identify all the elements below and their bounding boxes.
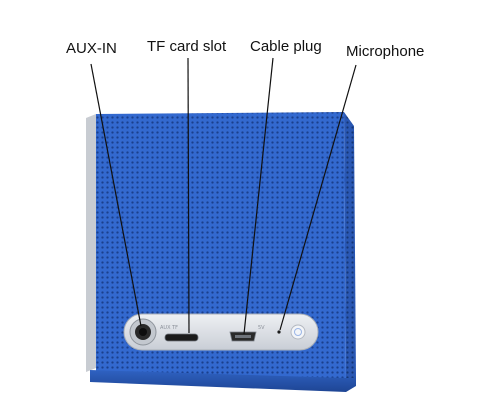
leader-line-tf bbox=[187, 57, 190, 334]
label-aux-in: AUX-IN bbox=[66, 40, 117, 57]
power-button bbox=[290, 324, 306, 340]
panel-engraving-left: AUX TF bbox=[160, 325, 178, 331]
bottom-band bbox=[90, 370, 356, 392]
front-grille bbox=[96, 112, 346, 380]
label-cable-plug: Cable plug bbox=[250, 38, 322, 55]
microphone-hole-icon bbox=[277, 330, 281, 334]
leader-line-aux bbox=[90, 63, 142, 327]
audio-jack-icon bbox=[129, 318, 157, 346]
leader-line-mic bbox=[279, 64, 357, 331]
leader-line-cable bbox=[243, 57, 274, 335]
right-side-face bbox=[344, 112, 356, 382]
left-frame-edge bbox=[86, 114, 96, 372]
label-tf-card-slot: TF card slot bbox=[147, 38, 227, 55]
panel-engraving-right: 5V bbox=[258, 325, 265, 331]
micro-usb-icon bbox=[229, 331, 257, 342]
label-microphone: Microphone bbox=[346, 43, 425, 60]
card-slot-icon bbox=[164, 333, 199, 342]
